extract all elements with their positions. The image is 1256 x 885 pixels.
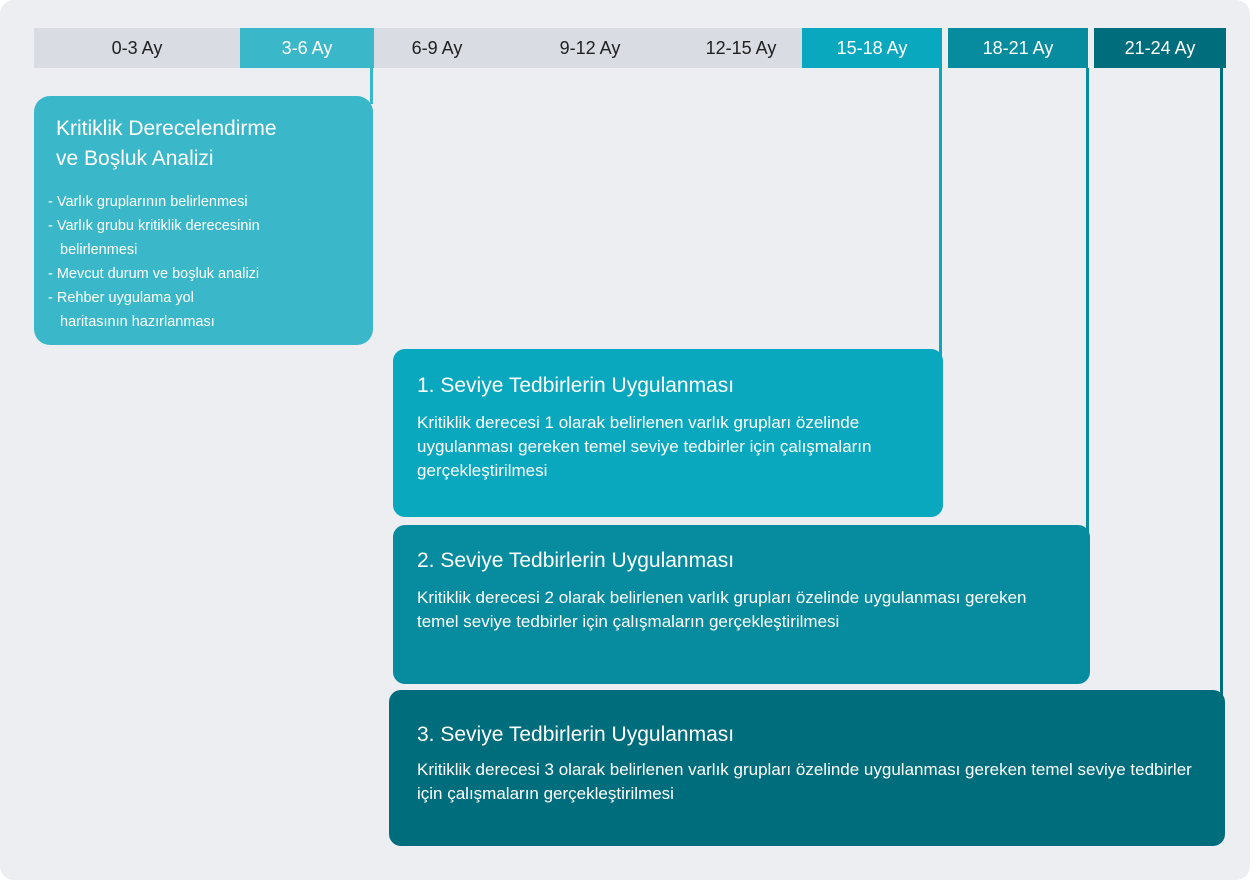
phase-item: - Varlık gruplarının belirlenmesi [48, 194, 248, 210]
period-12-15: 12-15 Ay [680, 28, 802, 68]
period-label: 18-21 Ay [982, 37, 1054, 58]
phase-items: - Varlık gruplarının belirlenmesi - Varl… [48, 190, 361, 334]
period-label: 6-9 Ay [411, 37, 463, 58]
title-line: Kritiklik Derecelendirme [56, 117, 277, 140]
period-label: 3-6 Ay [281, 37, 333, 58]
phase-description: Kritiklik derecesi 2 olarak belirlenen v… [417, 588, 1027, 631]
phase-card-level3: 3. Seviye Tedbirlerin Uygulanması Kritik… [389, 690, 1225, 846]
period-label: 9-12 Ay [559, 37, 621, 58]
period-label: 21-24 Ay [1124, 37, 1196, 58]
phase-item: - Mevcut durum ve boşluk analizi [48, 266, 260, 282]
phase-card-level1: 1. Seviye Tedbirlerin Uygulanması Kritik… [393, 349, 943, 517]
phase-card-level2: 2. Seviye Tedbirlerin Uygulanması Kritik… [393, 525, 1090, 684]
period-label: 15-18 Ay [836, 37, 908, 58]
period-9-12: 9-12 Ay [500, 28, 680, 68]
phase-title: 2. Seviye Tedbirlerin Uygulanması [417, 549, 735, 572]
phase-item: - Rehber uygulama yol haritasının hazırl… [48, 290, 215, 330]
period-21-24: 21-24 Ay [1094, 28, 1226, 68]
period-label: 12-15 Ay [705, 37, 777, 58]
period-label: 0-3 Ay [111, 37, 163, 58]
phase-card-analysis: Kritiklik Derecelendirme ve Boşluk Anali… [34, 96, 373, 345]
phase-title: 1. Seviye Tedbirlerin Uygulanması [417, 374, 735, 397]
phase-title: 3. Seviye Tedbirlerin Uygulanması [417, 723, 735, 746]
phase-description: Kritiklik derecesi 1 olarak belirlenen v… [417, 413, 872, 480]
title-line: ve Boşluk Analizi [56, 147, 214, 170]
period-3-6: 3-6 Ay [240, 28, 374, 68]
period-18-21: 18-21 Ay [948, 28, 1088, 68]
phase-description: Kritiklik derecesi 3 olarak belirlenen v… [417, 760, 1192, 803]
connector-phase3 [1220, 68, 1223, 696]
phase-item: - Varlık grubu kritiklik derecesinin bel… [48, 218, 260, 258]
phase-title: Kritiklik Derecelendirme ve Boşluk Anali… [48, 114, 361, 174]
period-15-18: 15-18 Ay [802, 28, 942, 68]
period-0-3: 0-3 Ay [34, 28, 240, 68]
connector-phase2 [1086, 68, 1089, 533]
connector-phase1 [939, 68, 942, 358]
period-6-9: 6-9 Ay [374, 28, 500, 68]
timeline-header: 0-3 Ay 3-6 Ay 6-9 Ay 9-12 Ay 12-15 Ay 15… [34, 28, 1226, 68]
connector-phase0 [370, 68, 373, 104]
